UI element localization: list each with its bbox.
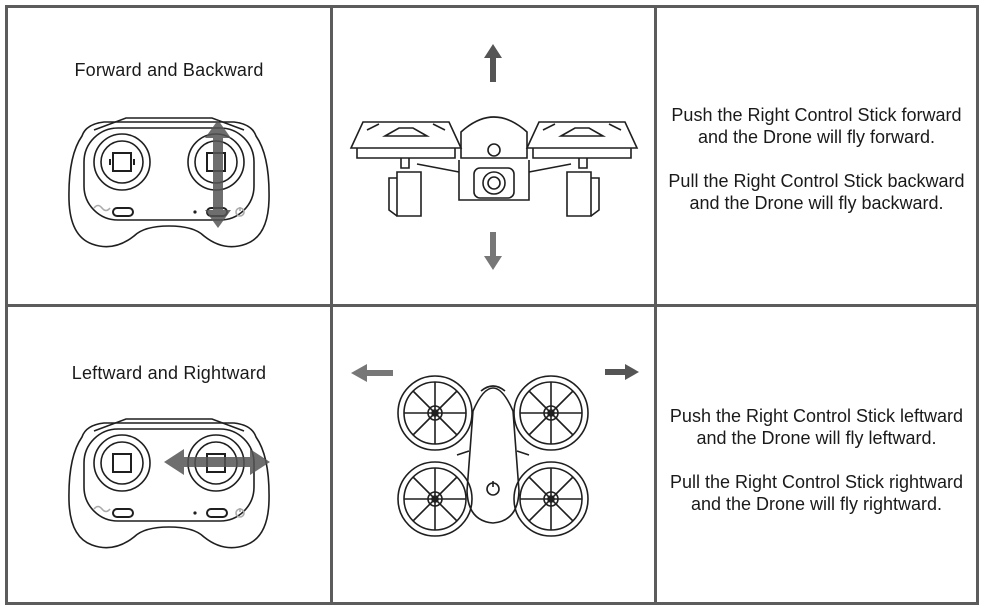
stick-up-down-arrow-icon — [205, 120, 231, 228]
instruction-line: and the Drone will fly forward. — [697, 127, 936, 147]
row2-title: Leftward and Rightward — [71, 363, 267, 383]
row2-instruction-text: Push the Right Control Stick leftward an… — [657, 405, 976, 515]
instruction-line: Push the Right Control Stick forward — [671, 105, 962, 125]
instruction-table: Forward and Backward — [5, 5, 979, 605]
propeller-guard — [397, 375, 473, 451]
drone-front-icon — [349, 116, 639, 217]
drone-top-icon — [397, 375, 589, 537]
instruction-line: Push the Right Control Stick leftward — [669, 406, 964, 426]
row2-instruction-cell: Push the Right Control Stick leftward an… — [657, 307, 976, 602]
instruction-line: and the Drone will fly backward. — [689, 193, 944, 213]
row1-instruction-text: Push the Right Control Stick forward and… — [657, 104, 976, 214]
row2-controller-cell: Leftward and Rightward — [8, 307, 330, 602]
row1-drone-cell — [333, 8, 654, 304]
arrow-left-icon — [351, 364, 393, 382]
instruction-line: Pull the Right Control Stick backward — [668, 171, 965, 191]
row-divider — [8, 304, 976, 307]
controller-icon — [68, 418, 270, 549]
stick-left-right-arrow-icon — [164, 449, 270, 475]
row1-title: Forward and Backward — [74, 60, 264, 80]
row2-drone-cell — [333, 307, 654, 602]
arrow-right-icon — [605, 364, 639, 380]
row1-controller-cell: Forward and Backward — [8, 8, 330, 304]
arrow-up-icon — [484, 44, 502, 82]
arrow-down-icon — [484, 232, 502, 270]
controller-icon — [68, 117, 270, 248]
instruction-line: Pull the Right Control Stick rightward — [669, 472, 964, 492]
instruction-line: and the Drone will fly rightward. — [690, 494, 943, 514]
row1-instruction-cell: Push the Right Control Stick forward and… — [657, 8, 976, 304]
instruction-line: and the Drone will fly leftward. — [696, 428, 937, 448]
